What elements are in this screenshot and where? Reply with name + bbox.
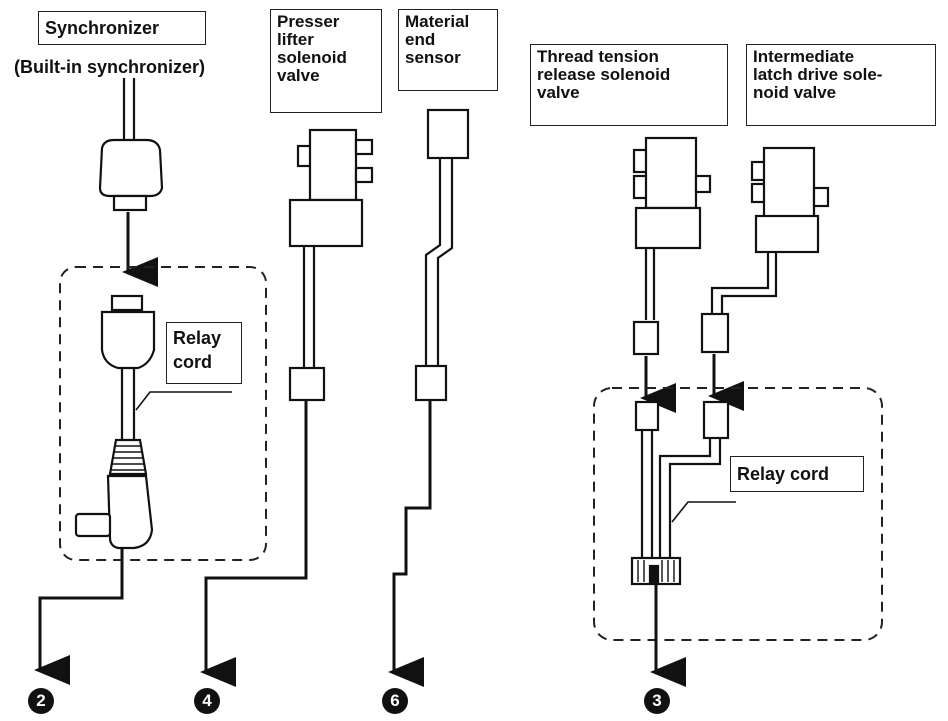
intermediate-latch-solenoid	[700, 146, 830, 411]
relay-left-cord	[120, 368, 136, 440]
material-line-2: end	[405, 30, 436, 49]
sync-plug	[98, 138, 164, 198]
material-line-1: Material	[405, 12, 470, 31]
il-right-port	[812, 186, 830, 208]
presser-connector	[288, 366, 326, 402]
relay-cord-left-label: Relay cord	[166, 322, 242, 384]
presser-body	[308, 128, 358, 202]
thread-tension-label: Thread tension release solenoid valve	[530, 44, 728, 126]
tt-cable	[644, 248, 656, 320]
il-body	[762, 146, 816, 220]
relay-right-conn-b	[702, 400, 730, 440]
presser-cable	[302, 246, 316, 368]
material-line-3: sensor	[405, 48, 461, 67]
relay-left-line-1: Relay	[173, 328, 222, 348]
presser-port-1	[354, 138, 374, 156]
sensor-head	[426, 108, 470, 160]
presser-line-4: valve	[277, 66, 320, 85]
relay-cord-right-label: Relay cord	[730, 456, 864, 492]
intermediate-line-3: noid valve	[753, 83, 837, 102]
presser-lifter-label: Presser lifter solenoid valve	[270, 9, 382, 113]
builtin-synchronizer-label: (Built-in synchronizer)	[14, 57, 206, 77]
relay-cord-right-part	[630, 400, 736, 687]
thread-line-2: release solenoid	[537, 65, 671, 84]
relay-right-pointer	[671, 501, 736, 523]
relay-left-boot-ribs	[111, 445, 145, 471]
relay-right-wire-b	[658, 438, 722, 558]
presser-output-line	[200, 400, 308, 687]
tt-body	[644, 136, 698, 210]
synchronizer-label: Synchronizer	[38, 11, 206, 45]
relay-left-receptacle	[100, 310, 156, 370]
relay-right-conn-a	[634, 400, 660, 432]
relay-left-pin	[74, 512, 112, 538]
relay-left-pointer	[135, 391, 232, 411]
il-connector	[700, 312, 730, 354]
presser-port-2	[354, 166, 374, 184]
relay-cord-left-frame	[59, 266, 267, 561]
relay-right-latch	[648, 564, 660, 584]
tt-base	[634, 206, 702, 250]
relay-left-angled-plug	[106, 474, 154, 550]
presser-line-1: Presser	[277, 12, 340, 31]
relay-cord-left-part	[34, 294, 232, 685]
relay-left-top-collar	[110, 294, 144, 312]
material-end-sensor-label: Material end sensor	[398, 9, 498, 91]
tt-right-port	[694, 174, 712, 194]
output-number-6: 6	[382, 688, 408, 714]
synchronizer-assembly	[98, 78, 164, 287]
intermediate-line-1: Intermediate	[753, 47, 855, 66]
relay-right-plug-ribs	[637, 560, 675, 582]
intermediate-line-2: latch drive sole-	[753, 65, 883, 84]
output-number-3: 3	[644, 688, 670, 714]
thread-line-1: Thread tension	[537, 47, 659, 66]
intermediate-latch-label: Intermediate latch drive sole- noid valv…	[746, 44, 936, 126]
relay-cord-right-frame	[593, 387, 883, 641]
thread-tension-solenoid	[632, 136, 712, 413]
relay-left-boot	[108, 438, 148, 476]
output-number-4: 4	[194, 688, 220, 714]
il-base	[754, 214, 820, 254]
presser-line-2: lifter	[277, 30, 314, 49]
tt-connector	[632, 320, 660, 356]
relay-right-wire-a	[640, 430, 654, 558]
sensor-connector	[414, 364, 448, 402]
material-sensor-assembly	[388, 108, 470, 687]
presser-base	[288, 198, 364, 248]
sync-plug-base	[112, 194, 148, 212]
thread-line-3: valve	[537, 83, 580, 102]
presser-solenoid-assembly	[200, 128, 374, 687]
sync-output-line	[34, 548, 124, 685]
output-number-2: 2	[28, 688, 54, 714]
sensor-cable	[424, 158, 454, 368]
il-cable	[710, 252, 778, 314]
sensor-output-line	[388, 400, 432, 687]
relay-left-line-2: cord	[173, 352, 213, 372]
presser-line-3: solenoid	[277, 48, 347, 67]
sync-cable	[122, 78, 136, 140]
